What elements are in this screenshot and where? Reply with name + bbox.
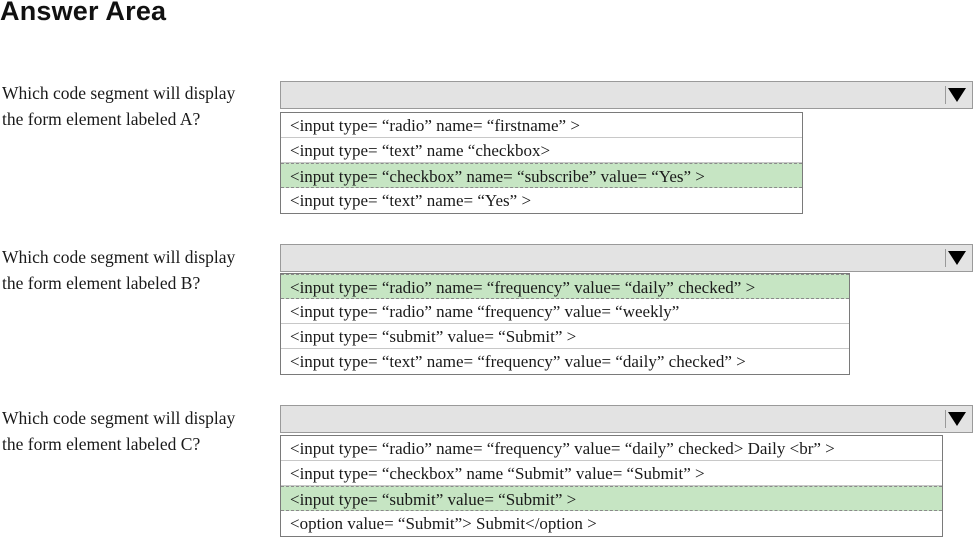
dropdown-c[interactable] bbox=[280, 405, 973, 433]
option-a-2[interactable]: <input type= “text” name “checkbox> bbox=[281, 138, 802, 163]
question-a: Which code segment will display the form… bbox=[2, 80, 277, 132]
triangle-down-icon[interactable] bbox=[945, 249, 968, 267]
option-b-3[interactable]: <input type= “submit” value= “Submit” > bbox=[281, 324, 849, 349]
option-b-4[interactable]: <input type= “text” name= “frequency” va… bbox=[290, 352, 746, 371]
question-a-line1: Which code segment will display bbox=[2, 83, 236, 103]
question-b-line2: the form element labeled B? bbox=[2, 273, 201, 293]
option-a-1[interactable]: <input type= “radio” name= “firstname” > bbox=[281, 113, 802, 138]
option-b-2[interactable]: <input type= “radio” name “frequency” va… bbox=[281, 299, 849, 324]
question-b-line1: Which code segment will display bbox=[2, 247, 236, 267]
option-a-4[interactable]: <input type= “text” name= “Yes” > bbox=[290, 191, 532, 210]
option-a-3-selected[interactable]: <input type= “checkbox” name= “subscribe… bbox=[281, 163, 802, 188]
dropdown-a[interactable] bbox=[280, 81, 973, 109]
triangle-down-icon[interactable] bbox=[945, 86, 968, 104]
question-c-line2: the form element labeled C? bbox=[2, 434, 201, 454]
options-list-a: <input type= “radio” name= “firstname” >… bbox=[280, 112, 803, 214]
option-c-3-selected[interactable]: <input type= “submit” value= “Submit” > bbox=[281, 486, 942, 511]
dropdown-b[interactable] bbox=[280, 244, 973, 272]
question-b: Which code segment will display the form… bbox=[2, 244, 277, 296]
option-b-1-selected[interactable]: <input type= “radio” name= “frequency” v… bbox=[281, 274, 849, 299]
triangle-down-icon[interactable] bbox=[945, 410, 968, 428]
options-list-b: <input type= “radio” name= “frequency” v… bbox=[280, 273, 850, 375]
answer-area-title: Answer Area bbox=[0, 0, 167, 26]
option-c-2[interactable]: <input type= “checkbox” name “Submit” va… bbox=[281, 461, 942, 486]
question-c: Which code segment will display the form… bbox=[2, 405, 277, 457]
question-a-line2: the form element labeled A? bbox=[2, 109, 201, 129]
option-c-4[interactable]: <option value= “Submit”> Submit</option … bbox=[290, 514, 597, 533]
option-c-1[interactable]: <input type= “radio” name= “frequency” v… bbox=[281, 436, 942, 461]
options-list-c: <input type= “radio” name= “frequency” v… bbox=[280, 435, 943, 537]
question-c-line1: Which code segment will display bbox=[2, 408, 236, 428]
